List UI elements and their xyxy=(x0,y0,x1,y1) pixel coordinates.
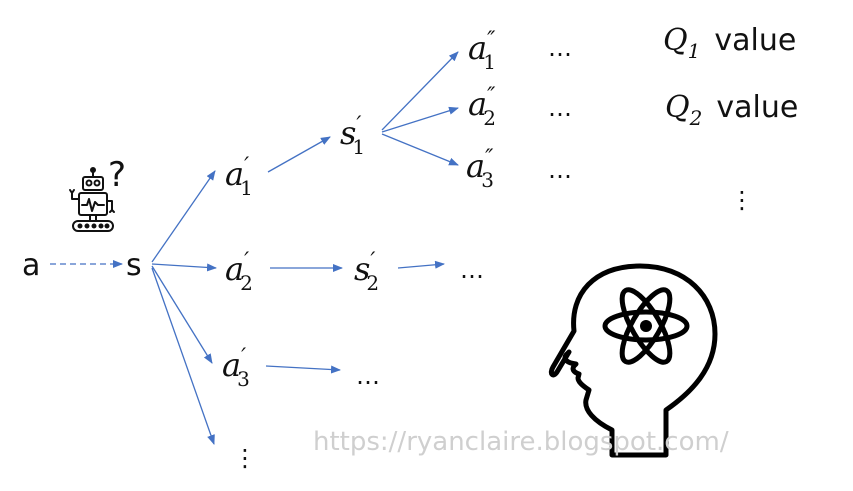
ellipsis-s2: … xyxy=(460,256,484,284)
node-a2-prime: a′2 xyxy=(225,249,253,295)
node-a3pp-base: a xyxy=(466,147,485,185)
node-a3pp-sub: 3 xyxy=(481,168,494,192)
node-a2pp-base: a xyxy=(468,85,487,123)
node-a1-base: a xyxy=(225,155,244,193)
node-a2pp-mark: ″ xyxy=(487,84,496,109)
node-a3-base: a xyxy=(222,346,241,384)
node-a3-prime: a′3 xyxy=(222,345,250,391)
node-a1pp-mark: ″ xyxy=(487,28,496,53)
edge-s-to-more xyxy=(151,267,215,445)
edges xyxy=(50,51,459,445)
node-a3-double-prime: a″3 xyxy=(466,146,494,192)
node-s2-base: s xyxy=(354,250,370,288)
edge-a1-to-s1 xyxy=(267,136,331,173)
node-a1-mark: ′ xyxy=(244,154,249,179)
ellipsis-a1pp: … xyxy=(548,34,572,62)
q2-sub: 2 xyxy=(689,106,703,130)
q1-base: Q xyxy=(663,23,688,58)
ellipsis-a3pp: … xyxy=(548,156,572,184)
ellipsis-a2pp: … xyxy=(548,94,572,122)
node-s2-prime: s′2 xyxy=(354,249,379,295)
node-s1-mark: ′ xyxy=(356,113,361,138)
node-s1-prime: s′1 xyxy=(340,113,365,159)
node-a1-prime: a′1 xyxy=(225,154,253,200)
node-a2-sub: 2 xyxy=(240,271,253,295)
node-a3-mark: ′ xyxy=(241,345,246,370)
vdots-actions: ⋮ xyxy=(233,444,257,472)
node-s2-sub: 2 xyxy=(366,271,379,295)
node-a3pp-mark: ″ xyxy=(485,146,494,171)
edge-s-to-a1 xyxy=(151,170,216,263)
ellipsis-a3: … xyxy=(356,362,380,390)
node-s2-mark: ′ xyxy=(370,249,375,274)
edge-a3-to-more xyxy=(265,365,341,374)
edge-s1-to-a2pp xyxy=(381,106,459,133)
q2-value-label: Q2 value xyxy=(665,90,798,130)
q1-sub: 1 xyxy=(688,39,701,63)
edge-s2-to-more xyxy=(397,260,445,269)
edge-s-to-a2 xyxy=(151,263,217,272)
head-atom-icon xyxy=(548,263,718,458)
q2-word: value xyxy=(716,90,798,125)
edge-s-to-a3 xyxy=(151,265,213,364)
question-mark-icon: ? xyxy=(108,155,126,195)
node-a2-double-prime: a″2 xyxy=(468,84,496,130)
node-a2-mark: ′ xyxy=(244,249,249,274)
node-a1-sub: 1 xyxy=(240,176,253,200)
node-a2pp-sub: 2 xyxy=(483,106,496,130)
edge-s1-to-a3pp xyxy=(381,133,459,166)
watermark-url: https://ryanclaire.blogspot.com/ xyxy=(313,427,729,457)
node-a1-double-prime: a″1 xyxy=(468,28,496,74)
q1-value-label: Q1 value xyxy=(663,23,796,63)
vdots-q-values: ⋮ xyxy=(730,186,754,214)
node-a1pp-sub: 1 xyxy=(483,50,496,74)
edge-s1-to-a1pp xyxy=(381,51,459,131)
q2-base: Q xyxy=(665,90,690,125)
robot-icon xyxy=(69,167,115,232)
node-a3-sub: 3 xyxy=(237,367,250,391)
node-a2-base: a xyxy=(225,250,244,288)
q1-word: value xyxy=(714,23,796,58)
node-a: a xyxy=(22,248,40,283)
node-a1pp-base: a xyxy=(468,29,487,67)
node-s1-base: s xyxy=(340,114,356,152)
node-s: s xyxy=(126,248,142,283)
node-s1-sub: 1 xyxy=(352,135,365,159)
